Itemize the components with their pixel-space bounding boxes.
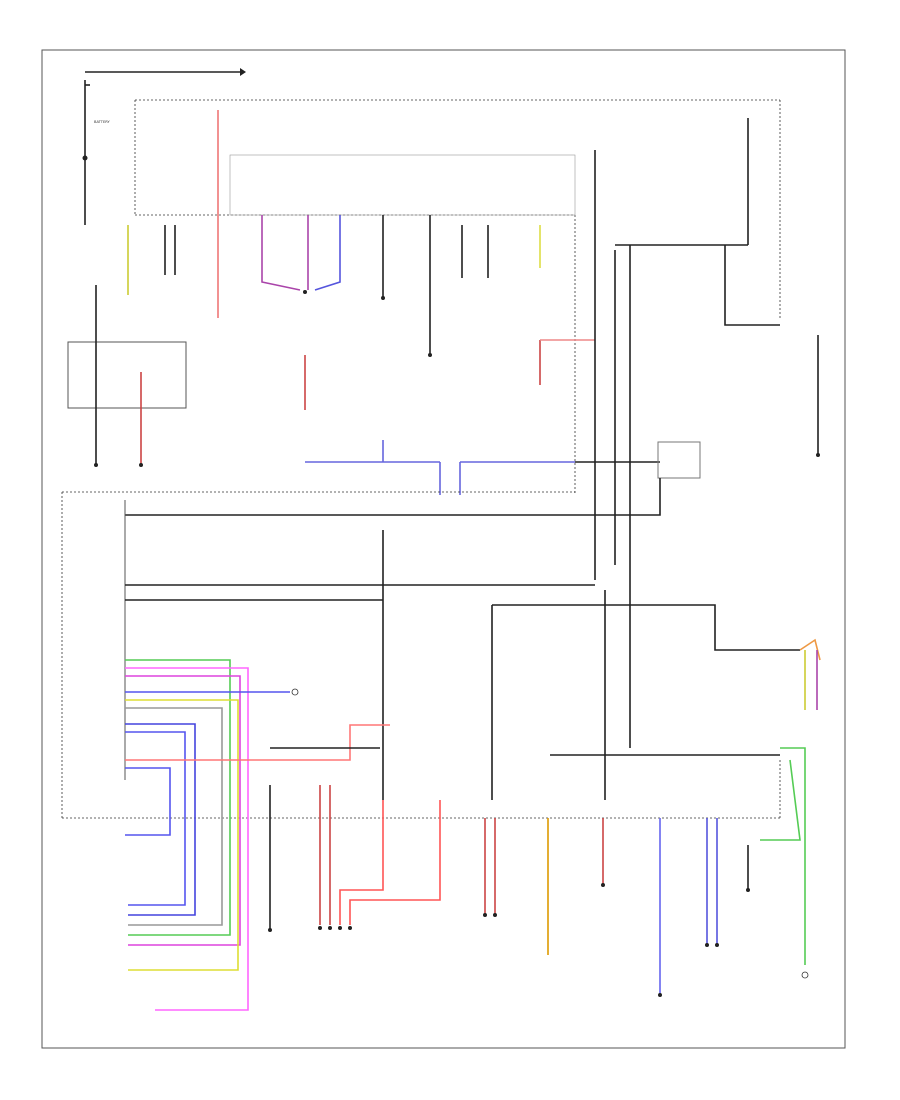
fuse-block <box>134 99 781 495</box>
right-feeds <box>125 118 820 748</box>
diagram-frame <box>41 49 846 1049</box>
battery-label: BATTERY <box>94 120 111 124</box>
left-relay-box <box>67 285 187 467</box>
fuse-outputs <box>127 110 541 357</box>
ecm-harness-bottom <box>269 590 821 995</box>
ground-points <box>268 883 750 997</box>
ecm-harness-left <box>125 659 390 1011</box>
ecm-module <box>61 491 781 819</box>
signal-bus <box>304 339 660 495</box>
battery-feed: BATTERY <box>82 68 246 225</box>
